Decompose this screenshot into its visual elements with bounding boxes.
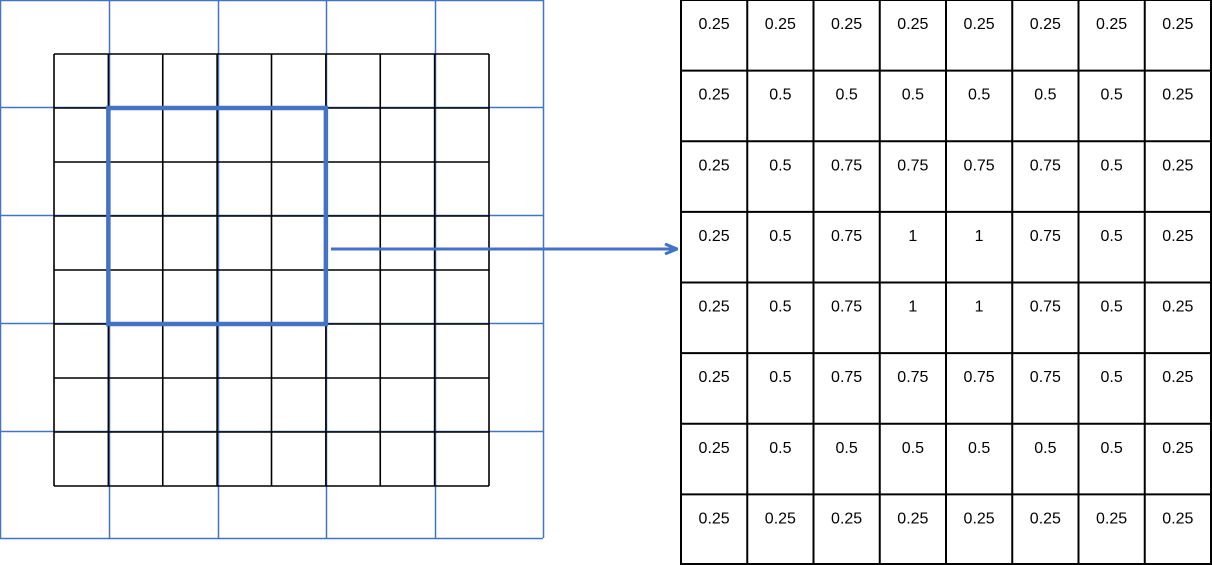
table-cell-value: 0.75 [964,369,995,386]
table-cell-value: 0.75 [1030,369,1061,386]
table-cell-value: 0.25 [699,510,730,527]
table-cell-value: 0.25 [897,16,928,33]
table-cell-value: 0.5 [1101,440,1123,457]
table-cell-value: 0.25 [699,87,730,104]
table-cell-value: 0.75 [1030,228,1061,245]
table-cell-value: 0.5 [902,440,924,457]
table-cell-value: 0.5 [1101,299,1123,316]
table-cell-value: 0.5 [1101,157,1123,174]
table-cell-value: 1 [975,299,984,316]
table-cell-value: 0.25 [1162,299,1193,316]
table-cell-value: 0.75 [831,369,862,386]
table-cell-value: 0.75 [897,157,928,174]
table-cell-value: 0.5 [902,87,924,104]
table-cell-value: 0.5 [769,440,791,457]
table-cell-value: 0.25 [699,369,730,386]
table-cell-value: 0.5 [968,87,990,104]
table-cell-value: 0.5 [1101,228,1123,245]
table-cell-value: 0.25 [897,510,928,527]
table-cell-value: 0.25 [699,299,730,316]
table-cell-value: 0.25 [1030,510,1061,527]
table-cell-value: 0.5 [769,299,791,316]
table-cell-value: 0.25 [699,228,730,245]
table-cell-value: 0.25 [699,16,730,33]
table-cell-value: 0.75 [897,369,928,386]
table-cell-value: 0.5 [769,157,791,174]
table-cell-value: 0.25 [964,510,995,527]
table-cell-value: 0.25 [964,16,995,33]
table-cell-value: 0.25 [831,510,862,527]
table-cell-value: 0.25 [1162,16,1193,33]
table-cell-value: 0.5 [968,440,990,457]
table-cell-value: 0.5 [1101,369,1123,386]
table-cell-value: 0.25 [765,510,796,527]
table-cell-value: 0.25 [1162,510,1193,527]
table-cell-value: 0.25 [765,16,796,33]
table-cell-value: 0.5 [1034,87,1056,104]
table-cell-value: 0.5 [1101,87,1123,104]
table-cell-value: 0.25 [1162,87,1193,104]
table-cell-value: 0.75 [831,299,862,316]
table-cell-value: 0.25 [1162,157,1193,174]
table-cell-value: 0.5 [769,369,791,386]
table-cell-value: 0.25 [1162,440,1193,457]
table-cell-value: 0.25 [1030,16,1061,33]
table-cell-value: 1 [908,299,917,316]
table-cell-value: 0.5 [769,228,791,245]
table-cell-value: 0.75 [831,228,862,245]
table-cell-value: 0.75 [964,157,995,174]
table-cell-value: 0.75 [831,157,862,174]
window-highlight [106,105,329,327]
table-cell-value: 0.75 [1030,157,1061,174]
table-cell-value: 0.25 [1096,510,1127,527]
table-cell-value: 0.5 [836,87,858,104]
fine-grid [53,53,490,487]
table-cell-value: 1 [975,228,984,245]
table-cell-value: 0.25 [831,16,862,33]
table-cell-value: 0.25 [699,157,730,174]
table-cell-value: 1 [908,228,917,245]
weight-table: 0.25 0.25 0.25 0.25 0.25 0.25 0.25 0.25 0.25 0.5 0… [680,0,1212,565]
table-cell-value: 0.25 [1162,228,1193,245]
table-cell-value: 0.25 [1162,369,1193,386]
table-cell-value: 0.25 [1096,16,1127,33]
table-cell-value: 0.25 [699,440,730,457]
table-cell-value: 0.5 [836,440,858,457]
table-cell-value: 0.75 [1030,299,1061,316]
table-cell-value: 0.5 [1034,440,1056,457]
table-cell-value: 0.5 [769,87,791,104]
